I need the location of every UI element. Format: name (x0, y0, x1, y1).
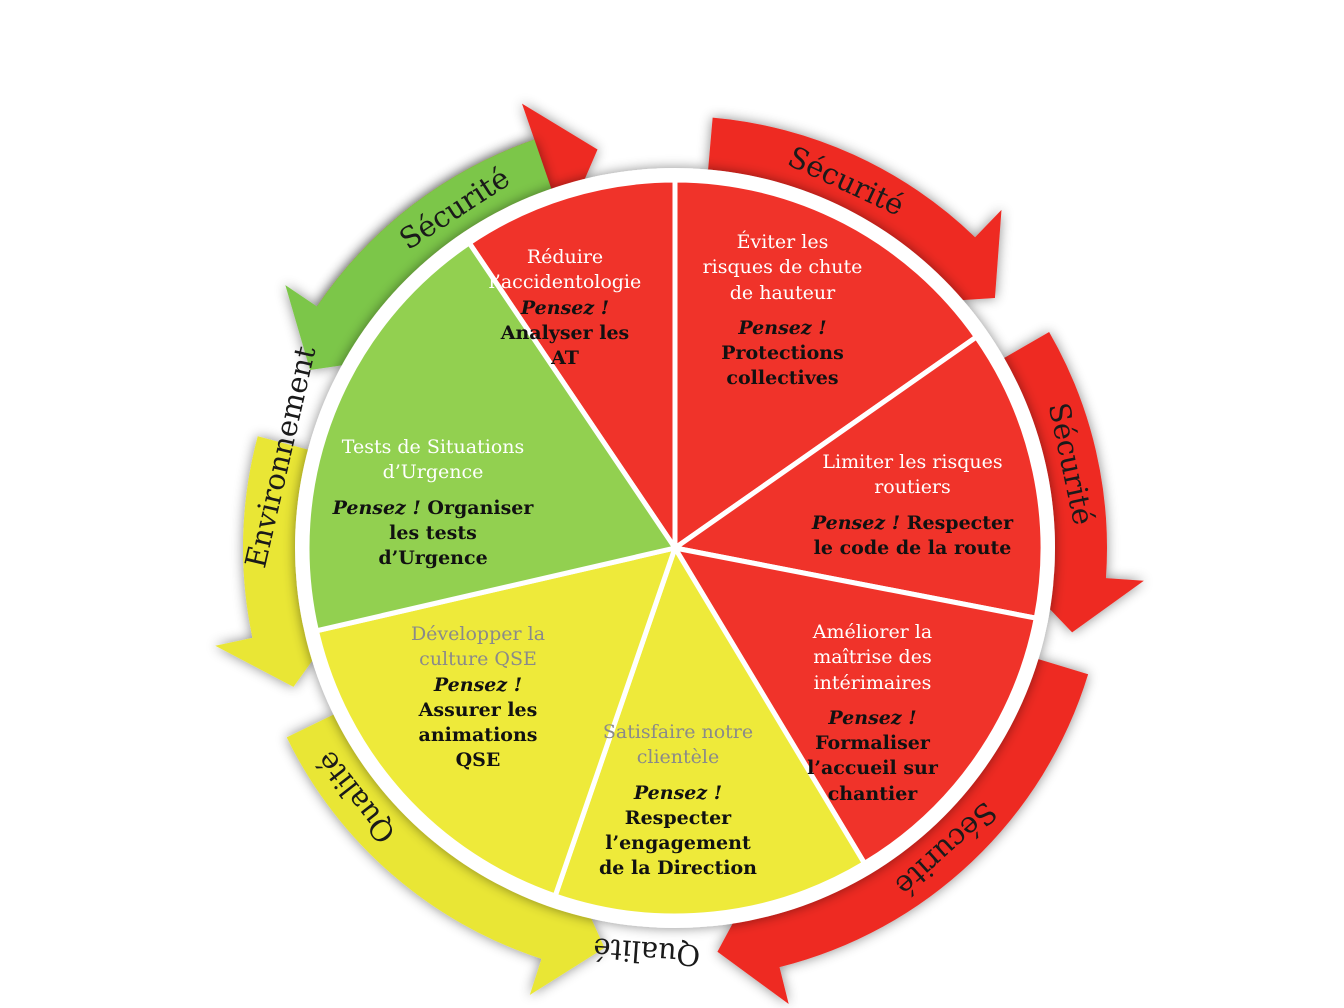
arrow-securite-3 (1004, 332, 1144, 633)
action-text: Analyser les AT (500, 321, 630, 370)
segment-interimaires: Améliorer la maîtrise des intérimaires P… (775, 620, 970, 807)
think-label: Pensez ! (433, 673, 523, 696)
cycle-arrows (215, 103, 1144, 1005)
segment-title: Tests de Situations d’Urgence (341, 436, 525, 484)
segment-title: Éviter les risques de chute de hauteur (702, 231, 863, 304)
think-label: Pensez ! (520, 296, 610, 319)
wedge-reduire (466, 177, 678, 551)
segment-title: Améliorer la maîtrise des intérimaires (812, 621, 933, 694)
action-text: Assurer les animations QSE (418, 698, 538, 772)
wedge-interim (672, 545, 1039, 866)
segment-title: Limiter les risques routiers (822, 451, 1003, 499)
segment-action: Pensez !Analyser les AT (470, 296, 660, 372)
wedge-chute (672, 177, 979, 551)
segment-action: Pensez !Respecter l’engagement de la Dir… (578, 781, 778, 882)
arrow-securite-4 (717, 659, 1089, 1005)
action-text: Respecter le code de la route (813, 511, 1014, 559)
think-label: Pensez ! (828, 706, 917, 729)
arrow-qualite-1 (286, 714, 605, 995)
action-text: Formaliser l’accueil sur chantier (807, 732, 938, 805)
action-text: Protections collectives (721, 342, 844, 390)
segment-culture-qse: Développer la culture QSE Pensez !Assure… (378, 622, 578, 774)
segment-action: Pensez ! Respecter le code de la route (795, 511, 1030, 562)
wedge-clientele (552, 545, 868, 919)
think-label: Pensez ! (738, 316, 827, 339)
wedge-qse (313, 545, 678, 899)
ring-label-qualite-1: Qualité (592, 931, 701, 972)
segment-title: Satisfaire notre clientèle (602, 721, 754, 769)
think-label: Pensez ! (332, 496, 421, 519)
segment-action: Pensez ! Formaliser l’accueil sur chantie… (775, 706, 970, 807)
wheel-wedges (304, 177, 1046, 919)
segment-action: Pensez ! Organiser les tests d’Urgence (318, 496, 548, 572)
arrow-environnement (285, 139, 552, 371)
segment-title: Réduire l’accidentologie (488, 246, 642, 294)
think-label: Pensez ! (811, 511, 901, 534)
segment-title: Développer la culture QSE (410, 623, 546, 671)
segment-chute-hauteur: Éviter les risques de chute de hauteur P… (685, 230, 880, 392)
arrow-securite-2 (708, 117, 1002, 304)
segment-action: Pensez ! Protections collectives (685, 316, 880, 392)
action-text: Organiser les tests d’Urgence (378, 496, 534, 570)
think-label: Pensez ! (633, 781, 723, 804)
segment-action: Pensez !Assurer les animations QSE (378, 673, 578, 774)
arrow-qualite-2 (215, 436, 343, 687)
segment-situations-urgence: Tests de Situations d’Urgence Pensez ! O… (318, 435, 548, 571)
segment-reduire-accidentologie: Réduire l’accidentologie Pensez !Analyse… (470, 245, 660, 371)
wedge-routiers (672, 334, 1046, 621)
segment-risques-routiers: Limiter les risques routiers Pensez ! Re… (795, 450, 1030, 561)
segment-clientele: Satisfaire notre clientèle Pensez !Respe… (578, 720, 778, 882)
wedge-urgence (304, 240, 678, 634)
action-text: Respecter l’engagement de la Direction (599, 806, 757, 880)
